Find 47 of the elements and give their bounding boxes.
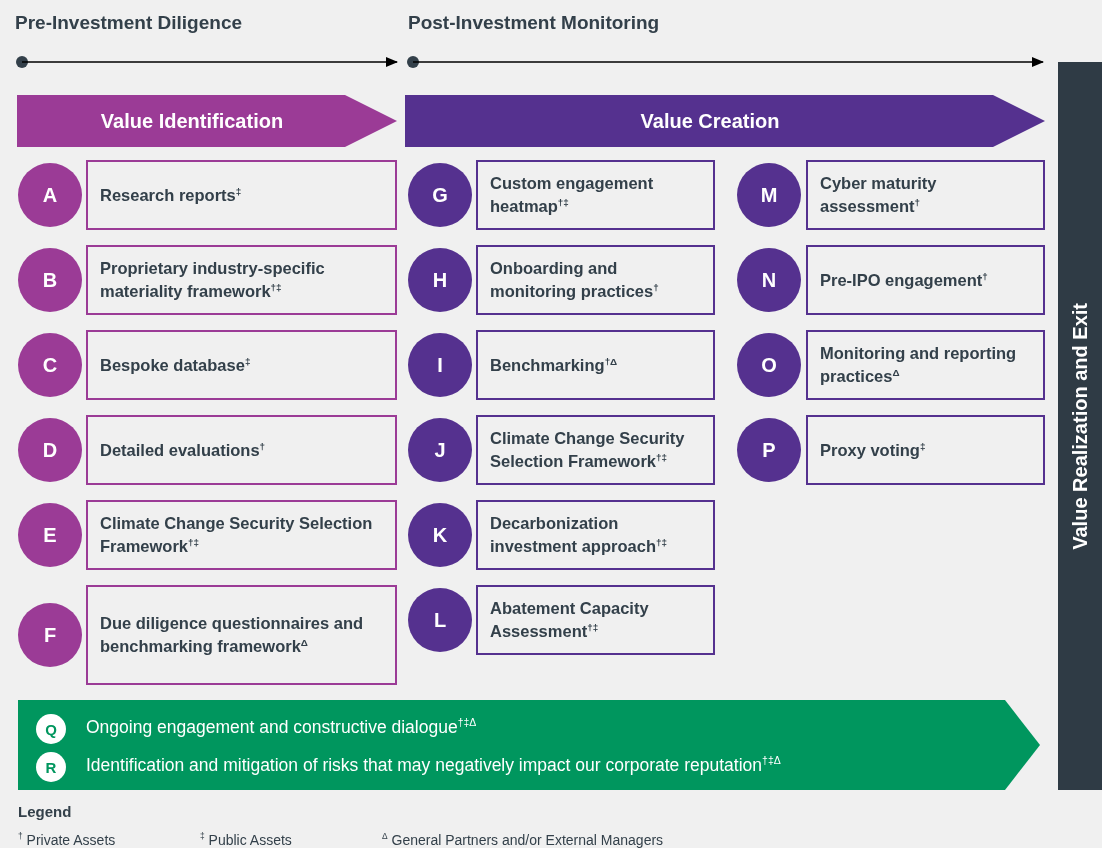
letter-badge: J [408, 418, 472, 482]
practice-card: Bespoke database$^{‡}$ [86, 330, 397, 400]
letter-badge: H [408, 248, 472, 312]
letter-badge: L [408, 588, 472, 652]
letter-badge: M [737, 163, 801, 227]
letter-badge: E [18, 503, 82, 567]
stage-bar [1058, 62, 1102, 790]
letter-badge: A [18, 163, 82, 227]
practice-card: Onboarding and monitoring practices$^{†}$ [476, 245, 715, 315]
stage-banner: Value Identification [17, 95, 397, 147]
letter-badge: N [737, 248, 801, 312]
practice-card: Pre-IPO engagement$^{†}$ [806, 245, 1045, 315]
legend-note: $^{†}$ Private Assets [18, 832, 116, 848]
process-band [18, 700, 1040, 790]
legend-heading: Legend [18, 803, 72, 820]
practice-card: Research reports$^{‡}$ [86, 160, 397, 230]
practice-card: Climate Change Security Selection Framework$^{†‡}$ [86, 500, 397, 570]
band-text: Ongoing engagement and constructive dialogue$^{†‡Δ}$ [86, 717, 477, 738]
letter-badge: G [408, 163, 472, 227]
letter-badge: R [36, 752, 66, 782]
letter-badge: F [18, 603, 82, 667]
practice-card: Detailed evaluations$^{†}$ [86, 415, 397, 485]
practice-card: Abatement Capacity Assessment$^{†‡}$ [476, 585, 715, 655]
legend-note: $^{‡}$ Public Assets [200, 832, 292, 848]
letter-badge: K [408, 503, 472, 567]
letter-badge: P [737, 418, 801, 482]
letter-badge: D [18, 418, 82, 482]
practice-card: Proprietary industry-specific materiality framework$^{†‡}$ [86, 245, 397, 315]
letter-badge: C [18, 333, 82, 397]
practice-card: Benchmarking$^{†Δ}$ [476, 330, 715, 400]
practice-card: Proxy voting$^{‡}$ [806, 415, 1045, 485]
practice-card: Monitoring and reporting practices$^{Δ}$ [806, 330, 1045, 400]
practice-card: Climate Change Security Selection Framework$^{†‡}$ [476, 415, 715, 485]
practice-card: Custom engagement heatmap$^{†‡}$ [476, 160, 715, 230]
stage-banner: Value Creation [405, 95, 1045, 147]
letter-badge: Q [36, 714, 66, 744]
letter-badge: I [408, 333, 472, 397]
stage-label: Value Realization and Exit [1068, 302, 1092, 550]
practice-card: Cyber maturity assessment$^{†}$ [806, 160, 1045, 230]
letter-badge: B [18, 248, 82, 312]
practice-card: Due diligence questionnaires and benchmarking framework$^{Δ}$ [86, 585, 397, 685]
band-text: Identification and mitigation of risks that may negatively impact our corporate reputation$^{†‡Δ}$ [86, 755, 781, 776]
letter-badge: O [737, 333, 801, 397]
practice-card: Decarbonization investment approach$^{†‡}$ [476, 500, 715, 570]
legend-note: $^{Δ}$ General Partners and/or External Managers [382, 832, 664, 848]
phase-heading: Pre-Investment Diligence [15, 12, 243, 34]
phase-heading: Post-Investment Monitoring [408, 12, 660, 34]
